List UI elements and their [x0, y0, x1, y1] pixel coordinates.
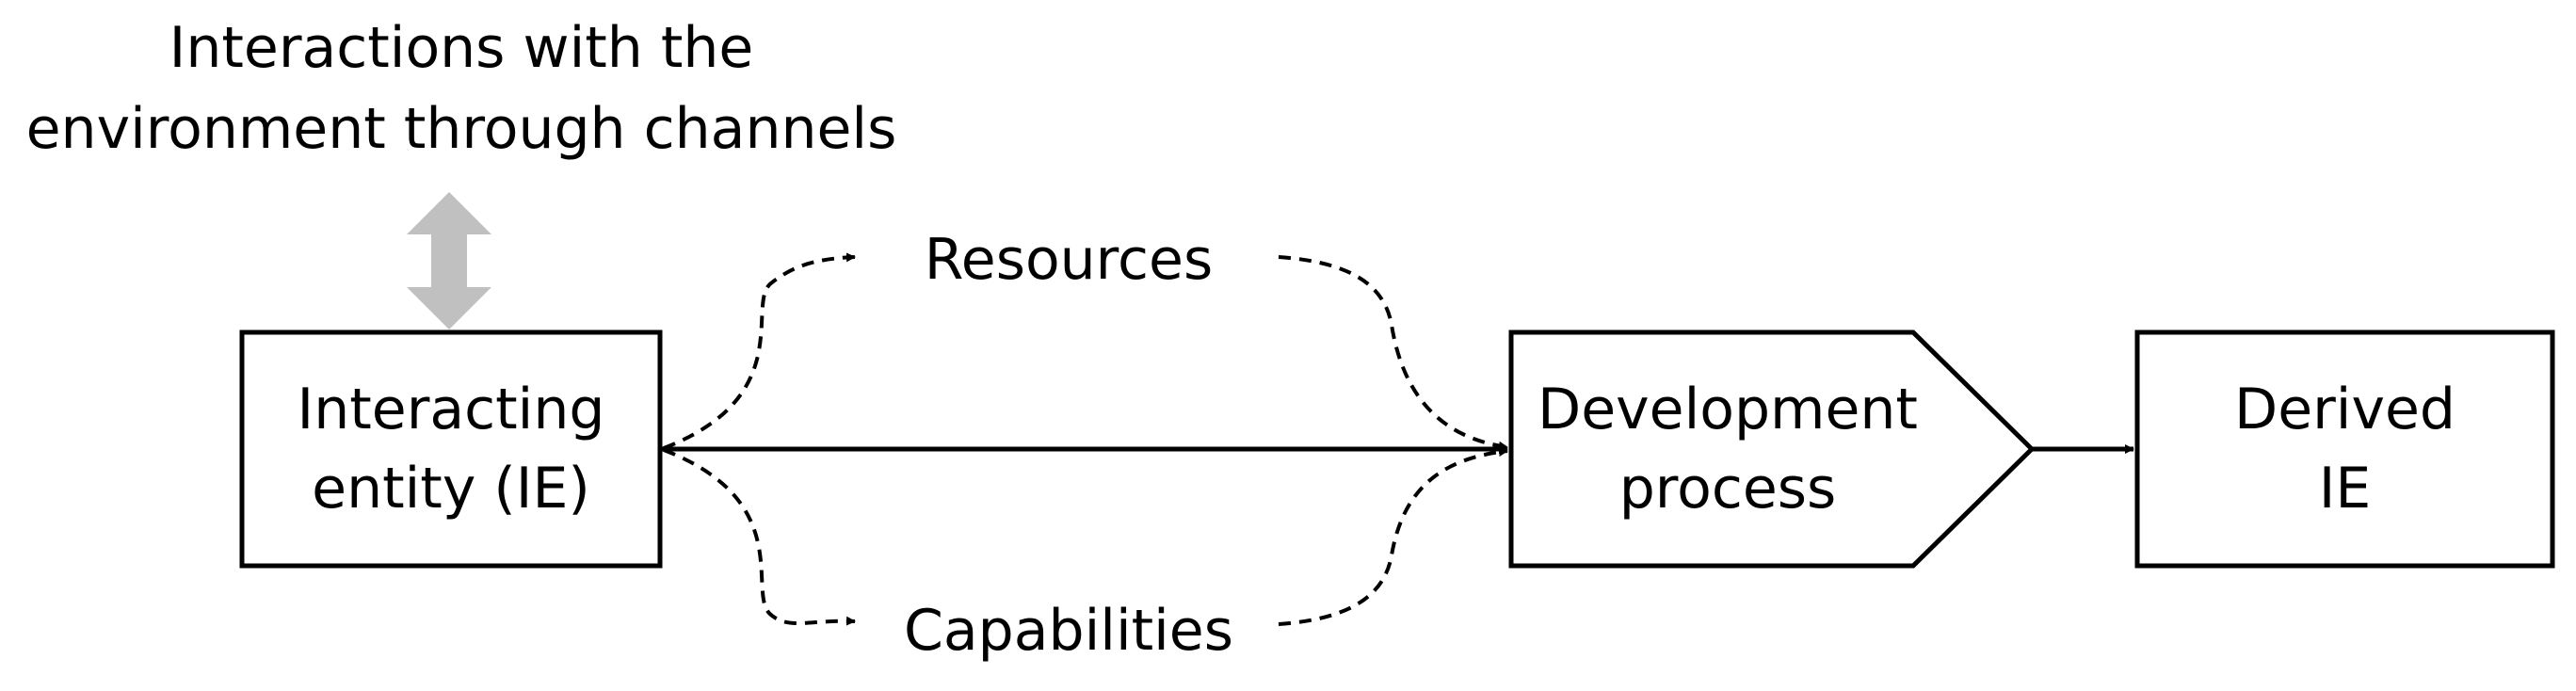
- derived-ie-label: Derived IE: [2137, 370, 2552, 528]
- header-line-1: Interactions with the: [169, 15, 754, 81]
- derived-ie-line-2: IE: [2318, 456, 2372, 522]
- derived-ie-line-1: Derived: [2234, 377, 2455, 442]
- derived-ie-box: [2134, 329, 2555, 569]
- interacting-entity-line-2: entity (IE): [312, 456, 590, 522]
- header-label: Interactions with the environment throug…: [0, 8, 923, 169]
- channel-double-arrow-icon: [407, 192, 491, 329]
- interacting-entity-label: Interacting entity (IE): [242, 370, 660, 528]
- interacting-entity-line-1: Interacting: [297, 377, 605, 442]
- resources-to-development-arrow: [1278, 255, 1508, 451]
- resources-label: Resources: [924, 227, 1214, 293]
- header-line-2: environment through channels: [25, 96, 897, 162]
- development-process-pentagon: [1508, 329, 2036, 569]
- development-process-line-2: process: [1618, 456, 1837, 522]
- development-process-line-1: Development: [1538, 377, 1918, 442]
- ie-to-resources-arrow: [663, 252, 856, 450]
- ie-to-capabilities-arrow: [663, 448, 856, 626]
- capabilities-to-development-arrow: [1278, 447, 1508, 626]
- capabilities-label: Capabilities: [904, 598, 1233, 664]
- development-process-label: Development process: [1511, 370, 1944, 528]
